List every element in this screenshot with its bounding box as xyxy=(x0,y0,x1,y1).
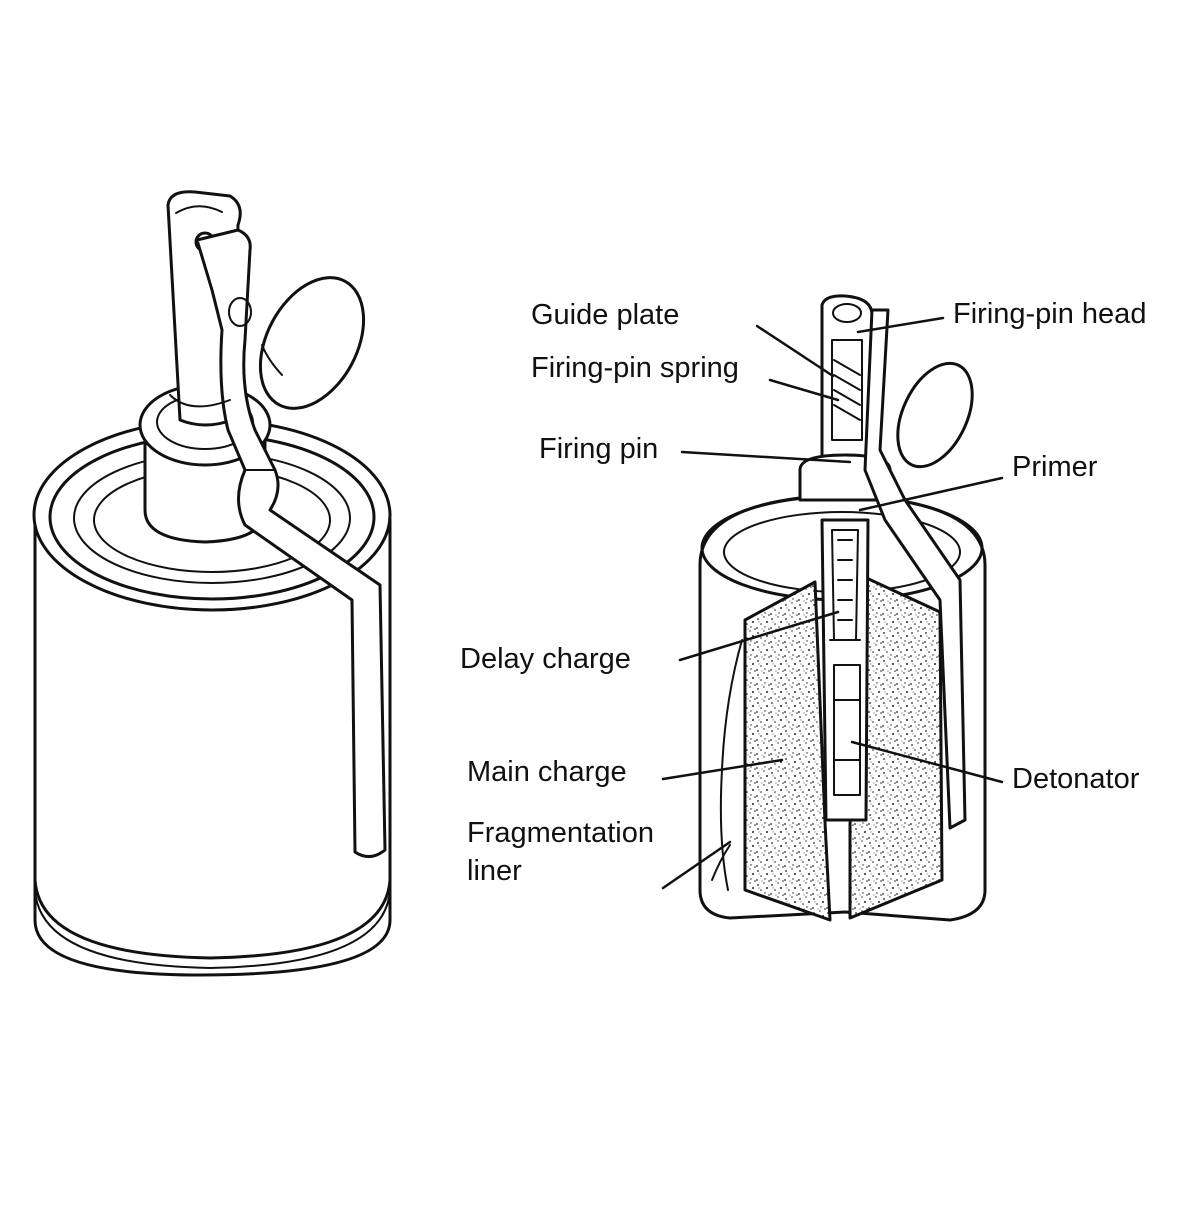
leader-delay-charge xyxy=(678,610,840,662)
label-guide-plate: Guide plate xyxy=(531,299,680,331)
label-firing-pin-head: Firing-pin head xyxy=(953,298,1147,330)
cutaway-grenade xyxy=(698,294,987,922)
label-delay-charge: Delay charge xyxy=(460,643,631,675)
label-primer: Primer xyxy=(1012,451,1098,483)
label-detonator: Detonator xyxy=(1012,763,1140,795)
leader-fragmentation-liner xyxy=(661,840,732,890)
leader-guide-plate xyxy=(755,324,835,378)
label-firing-pin: Firing pin xyxy=(539,433,659,465)
label-firing-pin-spring: Firing-pin spring xyxy=(531,352,739,384)
label-main-charge: Main charge xyxy=(467,756,627,788)
label-fragmentation-liner: Fragmentation liner xyxy=(467,817,654,887)
leader-detonator xyxy=(850,740,1004,784)
leader-firing-pin-head xyxy=(856,316,945,334)
leader-main-charge xyxy=(661,758,784,781)
intact-grenade xyxy=(32,190,392,977)
leader-firing-pin xyxy=(680,450,852,464)
leader-firing-pin-spring xyxy=(768,378,840,402)
leader-primer xyxy=(858,476,1004,512)
leader-lines xyxy=(661,316,1004,890)
